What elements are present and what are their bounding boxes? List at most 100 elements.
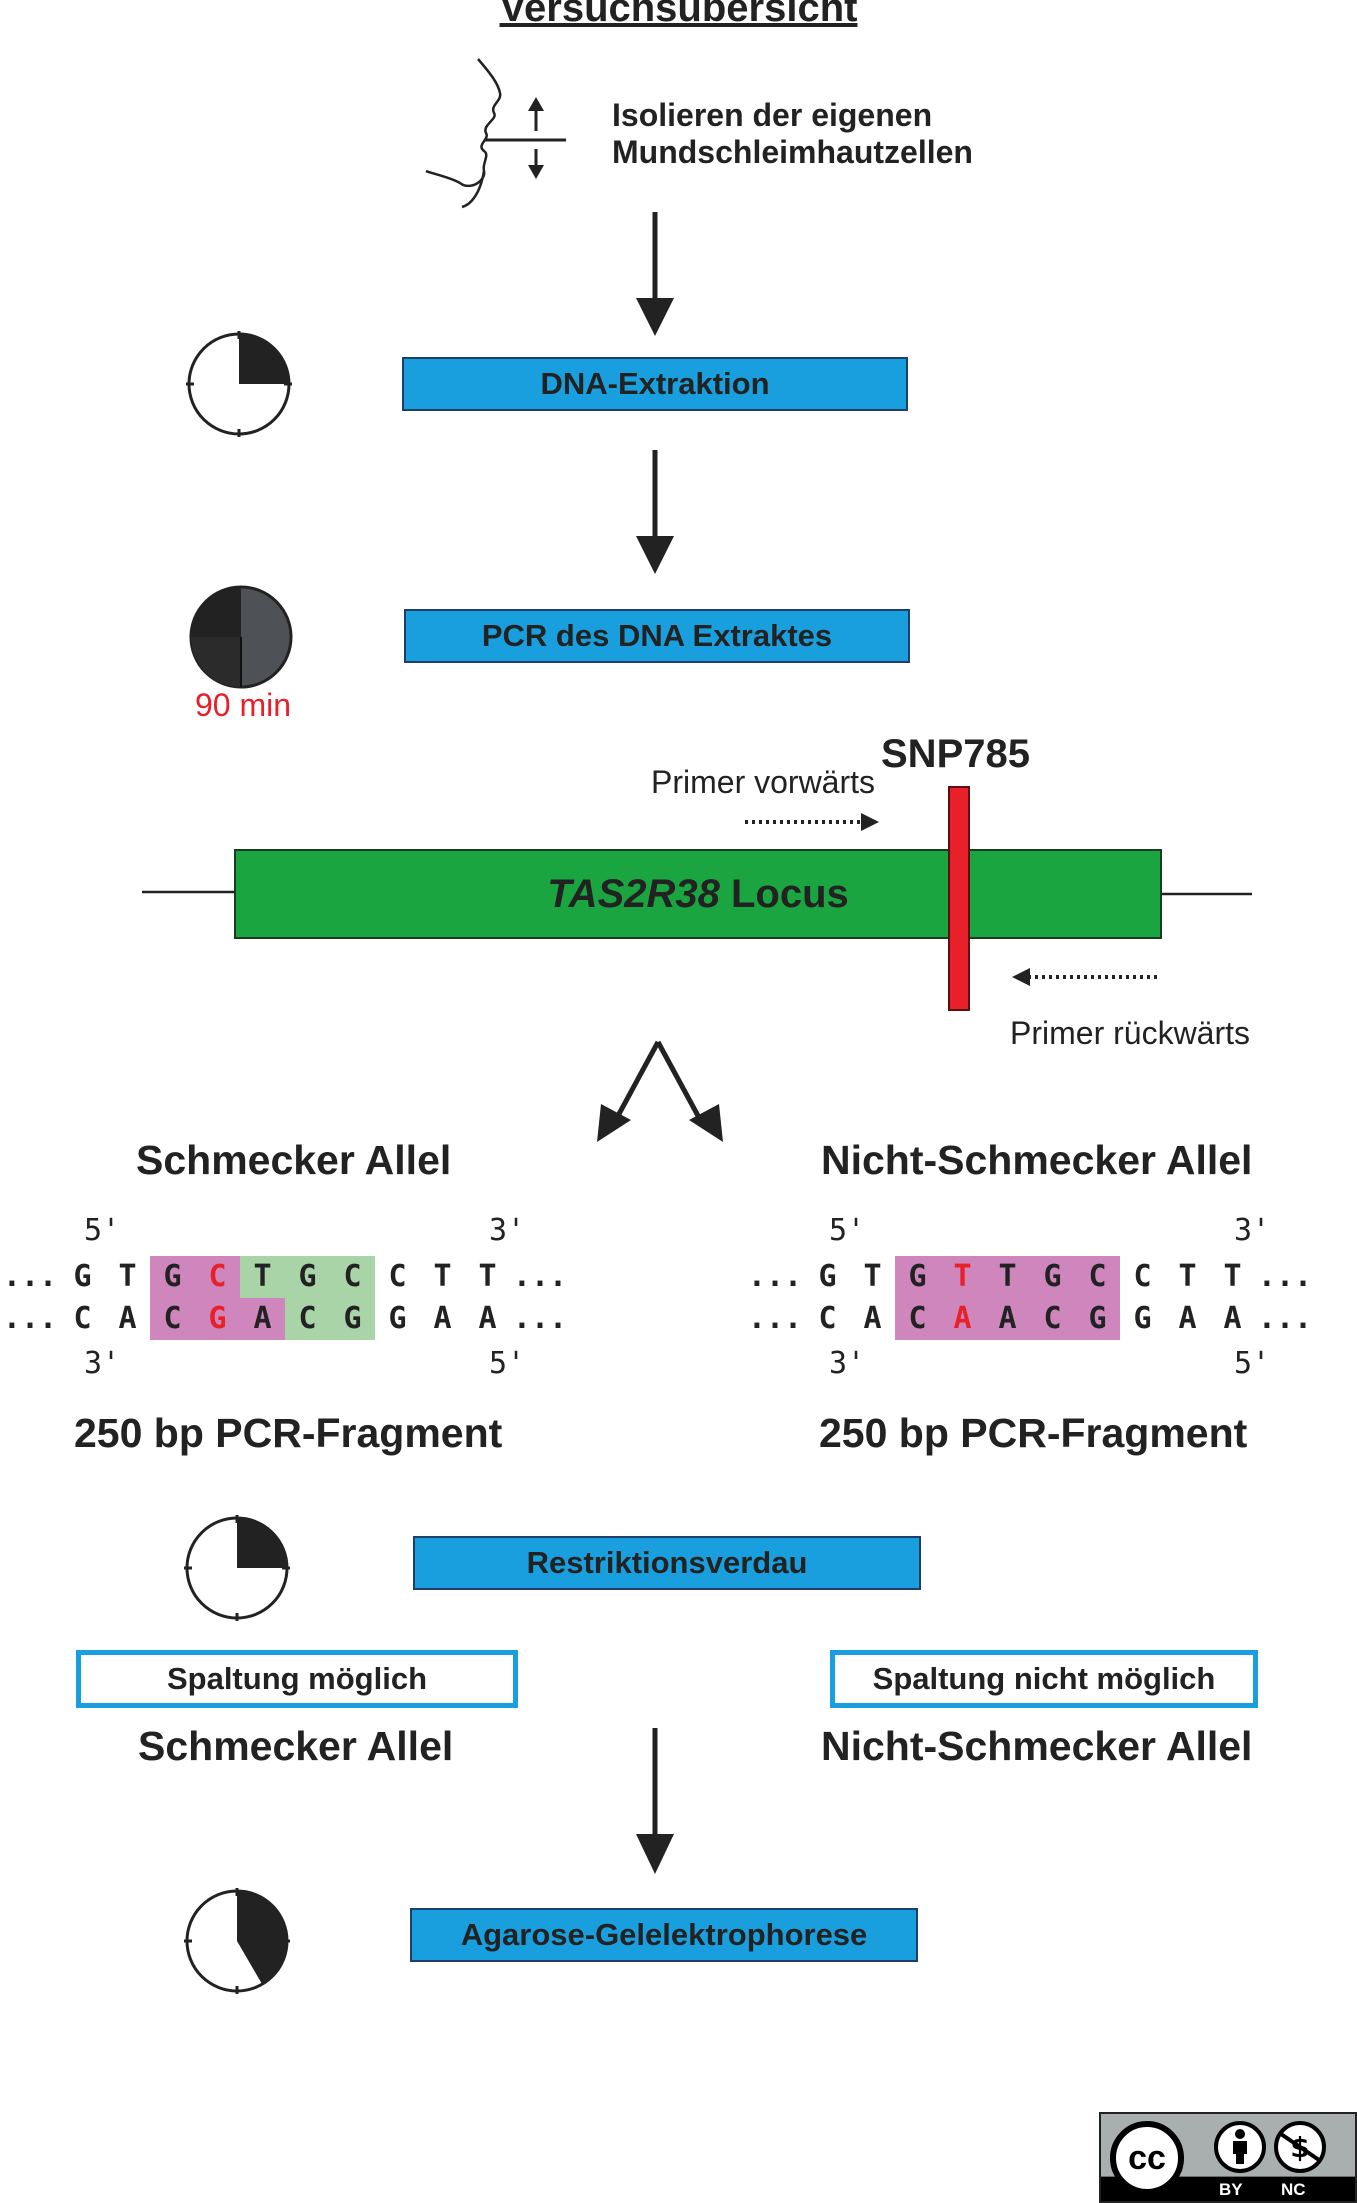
ellipsis: ... bbox=[512, 1259, 568, 1294]
base: C bbox=[73, 1301, 92, 1336]
base: G bbox=[1133, 1301, 1152, 1336]
base: A bbox=[863, 1301, 882, 1336]
base: A bbox=[433, 1301, 452, 1336]
taster-fragment: 250 bp PCR-Fragment bbox=[74, 1410, 503, 1456]
attribution-icon bbox=[1214, 2121, 1266, 2173]
primer-reverse-label: Primer rückwärts bbox=[1010, 1015, 1251, 1051]
base: A bbox=[985, 1298, 1030, 1340]
base: T bbox=[240, 1256, 285, 1298]
snp-base: G bbox=[195, 1298, 240, 1340]
nc-label: NC bbox=[1281, 2180, 1306, 2199]
taster-5-top: 5' bbox=[84, 1213, 121, 1248]
nontaster-5-top: 5' bbox=[829, 1213, 866, 1248]
base: A bbox=[118, 1301, 137, 1336]
noncommercial-icon: $ bbox=[1274, 2121, 1326, 2173]
tas2r38-locus: TAS2R38 Locus bbox=[234, 849, 1162, 939]
by-label: BY bbox=[1219, 2180, 1243, 2199]
base: C bbox=[895, 1298, 940, 1340]
result-cut-box: Spaltung möglich bbox=[76, 1650, 518, 1708]
base: G bbox=[150, 1256, 195, 1298]
arrow-down-icon bbox=[636, 1728, 674, 1874]
base: T bbox=[863, 1259, 882, 1294]
base: A bbox=[1223, 1301, 1242, 1336]
base: T bbox=[118, 1259, 137, 1294]
ellipsis: ... bbox=[1257, 1259, 1313, 1294]
result-nocut-allele: Nicht-Schmecker Allel bbox=[821, 1723, 1253, 1769]
step-dna-extraction: DNA-Extraktion bbox=[402, 357, 908, 411]
nontaster-fragment: 250 bp PCR-Fragment bbox=[819, 1410, 1248, 1456]
base: C bbox=[285, 1298, 330, 1340]
base: G bbox=[285, 1256, 330, 1298]
ellipsis: ... bbox=[747, 1301, 803, 1336]
base: C bbox=[1133, 1259, 1152, 1294]
base: T bbox=[1178, 1259, 1197, 1294]
page-title: Versuchsübersicht bbox=[499, 0, 858, 30]
base: G bbox=[818, 1259, 837, 1294]
ellipsis: ... bbox=[1257, 1301, 1313, 1336]
primer-reverse-arrow bbox=[1012, 968, 1157, 986]
base: A bbox=[478, 1301, 497, 1336]
base: C bbox=[818, 1301, 837, 1336]
nontaster-5-bottom: 5' bbox=[1234, 1346, 1271, 1381]
taster-3-bottom: 3' bbox=[84, 1346, 121, 1381]
ellipsis: ... bbox=[2, 1301, 58, 1336]
snp-base: C bbox=[195, 1256, 240, 1298]
locus-suffix: Locus bbox=[719, 871, 849, 916]
base: G bbox=[388, 1301, 407, 1336]
pcr-duration: 90 min bbox=[195, 687, 292, 723]
base: C bbox=[150, 1298, 195, 1340]
ellipsis: ... bbox=[747, 1259, 803, 1294]
primer-forward-arrow bbox=[745, 813, 879, 831]
base: A bbox=[1178, 1301, 1197, 1336]
nontaster-3-top: 3' bbox=[1234, 1213, 1271, 1248]
taster-allele-heading: Schmecker Allel bbox=[136, 1137, 452, 1183]
arrow-down-icon bbox=[636, 212, 674, 336]
intro-line-1: Isolieren der eigenen bbox=[612, 97, 933, 133]
mouth-swab-icon bbox=[425, 58, 566, 209]
clock-icon bbox=[189, 585, 293, 689]
result-nocut-box: Spaltung nicht möglich bbox=[830, 1650, 1258, 1708]
cc-icon bbox=[1110, 2121, 1184, 2195]
base: C bbox=[1030, 1298, 1075, 1340]
taster-5-bottom: 5' bbox=[489, 1346, 526, 1381]
arrow-down-icon bbox=[636, 450, 674, 574]
snp-base: A bbox=[940, 1298, 985, 1340]
snp-marker bbox=[948, 786, 970, 1011]
clock-icon bbox=[186, 331, 292, 437]
base: C bbox=[1075, 1256, 1120, 1298]
base: G bbox=[330, 1298, 375, 1340]
base: G bbox=[73, 1259, 92, 1294]
step-pcr: PCR des DNA Extraktes bbox=[404, 609, 910, 663]
clock-icon bbox=[184, 1888, 290, 1994]
base: T bbox=[478, 1259, 497, 1294]
base: G bbox=[1075, 1298, 1120, 1340]
base: C bbox=[330, 1256, 375, 1298]
split-arrow-icon bbox=[597, 1040, 723, 1142]
clock-icon bbox=[184, 1515, 290, 1621]
base: G bbox=[895, 1256, 940, 1298]
step-gel-electrophoresis: Agarose-Gelelektrophorese bbox=[410, 1908, 918, 1962]
snp-base: T bbox=[940, 1256, 985, 1298]
cc-text: cc bbox=[1128, 2139, 1166, 2177]
ellipsis: ... bbox=[2, 1259, 58, 1294]
nontaster-3-bottom: 3' bbox=[829, 1346, 866, 1381]
result-cut-allele: Schmecker Allel bbox=[138, 1723, 454, 1769]
locus-line bbox=[142, 890, 1252, 896]
primer-forward-label: Primer vorwärts bbox=[651, 764, 876, 800]
base: T bbox=[1223, 1259, 1242, 1294]
nontaster-allele-heading: Nicht-Schmecker Allel bbox=[821, 1137, 1253, 1183]
intro-line-2: Mundschleimhautzellen bbox=[612, 134, 973, 170]
base: A bbox=[240, 1298, 285, 1340]
snp-label: SNP785 bbox=[881, 732, 1030, 776]
base: T bbox=[433, 1259, 452, 1294]
cc-license-badge: cc $ BY NC bbox=[1099, 2112, 1357, 2203]
base: T bbox=[985, 1256, 1030, 1298]
base: C bbox=[388, 1259, 407, 1294]
step-restriction-digest: Restriktionsverdau bbox=[413, 1536, 921, 1590]
gene-name: TAS2R38 bbox=[547, 871, 720, 916]
taster-3-top: 3' bbox=[489, 1213, 526, 1248]
